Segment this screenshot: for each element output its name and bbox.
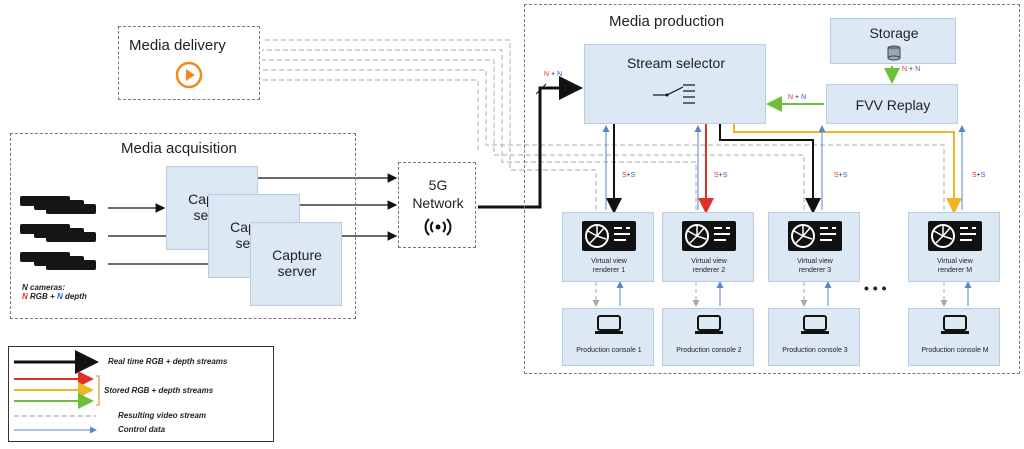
- n-label: N: [544, 71, 550, 78]
- media-acquisition-panel: Media acquisition: [10, 133, 356, 319]
- renderer-console-links: [592, 281, 972, 307]
- cameras-label: N cameras: N RGB + N depth: [22, 283, 87, 301]
- camera-icon: [46, 204, 96, 214]
- network-label-line1: 5G: [428, 177, 448, 193]
- depth-count: N: [56, 292, 63, 301]
- s-label: S: [842, 172, 848, 179]
- production-console-1: Production console 1: [562, 308, 654, 366]
- capture-server-label: Capture server: [272, 247, 322, 279]
- virtual-view-renderer-3: Virtual view renderer 3: [768, 212, 860, 282]
- laptop-icon: [941, 315, 969, 334]
- network-to-selector-trunk: [478, 76, 583, 209]
- gpu-fan-icon: [682, 221, 736, 251]
- laptop-icon: [801, 315, 829, 334]
- plus-label: +: [976, 172, 981, 179]
- plus-label: +: [838, 172, 843, 179]
- depth-label: depth: [64, 292, 87, 301]
- legend-lines: [14, 350, 100, 434]
- legend-box: [8, 346, 274, 442]
- plus-label: +: [551, 71, 556, 78]
- n-plus-n-label-fvv: N + N: [788, 94, 806, 101]
- media-acquisition-title: Media acquisition: [121, 140, 237, 157]
- s-label: S: [980, 172, 986, 179]
- s-label: S: [722, 172, 728, 179]
- plus-label: +: [626, 172, 631, 179]
- selector-to-renderers: [606, 124, 962, 214]
- production-console-2: Production console 2: [662, 308, 754, 366]
- production-console-m: Production console M: [908, 308, 1000, 366]
- s-plus-s-label-2: S+S: [714, 172, 727, 179]
- s-plus-s-label-1: S+S: [622, 172, 635, 179]
- camera-icon: [46, 232, 96, 242]
- console-label: Production console 1: [576, 347, 642, 354]
- console-label: Production console M: [921, 347, 989, 354]
- n-label: N: [902, 66, 908, 73]
- gpu-fan-icon: [582, 221, 636, 251]
- s-plus-s-label-3: S+S: [834, 172, 847, 179]
- rgb-label: RGB: [30, 292, 48, 301]
- legend-control: Control data: [118, 425, 166, 434]
- s-plus-s-label-m: S+S: [972, 172, 985, 179]
- wireless-signal-icon: [424, 218, 452, 236]
- production-console-3: Production console 3: [768, 308, 860, 366]
- virtual-view-renderer-1: Virtual view renderer 1: [562, 212, 654, 282]
- legend-realtime: Real time RGB + depth streams: [108, 357, 228, 366]
- plus-label: +: [909, 66, 914, 73]
- media-production-title: Media production: [609, 13, 725, 30]
- n-label: N: [915, 66, 921, 73]
- gpu-fan-icon: [788, 221, 842, 251]
- plus-sign: +: [50, 292, 55, 301]
- n-label: N: [788, 94, 794, 101]
- legend-stored: Stored RGB + depth streams: [104, 386, 214, 395]
- fvv-replay-box: FVV Replay: [826, 84, 958, 124]
- renderer-label: Virtual view renderer M: [937, 258, 973, 274]
- control-data-lines: [602, 125, 966, 210]
- play-icon: [175, 61, 203, 89]
- n-plus-n-label-trunk: N + N: [544, 71, 562, 78]
- laptop-icon: [595, 315, 623, 334]
- legend-resulting: Resulting video stream: [118, 411, 207, 420]
- resulting-stream-lines: [262, 39, 945, 210]
- stream-selector-label: Stream selector: [626, 55, 726, 71]
- n-plus-n-label-storage: N + N: [902, 66, 920, 73]
- storage-box: Storage: [830, 18, 956, 64]
- switch-icon: [653, 84, 695, 104]
- fvv-replay-label: FVV Replay: [855, 97, 931, 113]
- console-label: Production console 2: [676, 347, 742, 354]
- capture-server-3: Capture server: [250, 222, 342, 306]
- s-label: S: [630, 172, 636, 179]
- 5g-network-box: 5G Network: [398, 162, 476, 248]
- media-production-panel: Media production: [524, 4, 1020, 374]
- cameras-count-label: N cameras:: [22, 283, 66, 292]
- n-label: N: [801, 94, 807, 101]
- n-label: N: [557, 71, 563, 78]
- storage-label: Storage: [869, 25, 919, 41]
- virtual-view-renderer-2: Virtual view renderer 2: [662, 212, 754, 282]
- database-icon: [887, 45, 901, 61]
- more-renderers-ellipsis: • • •: [864, 280, 887, 296]
- renderer-label: Virtual view renderer 2: [691, 258, 727, 274]
- console-label: Production console 3: [782, 347, 848, 354]
- plus-label: +: [795, 94, 800, 101]
- media-delivery-title: Media delivery: [129, 37, 226, 54]
- s-label: S: [972, 172, 977, 179]
- gpu-fan-icon: [928, 221, 982, 251]
- stream-selector-box: Stream selector: [584, 44, 766, 124]
- laptop-icon: [695, 315, 723, 334]
- s-label: S: [714, 172, 719, 179]
- virtual-view-renderer-m: Virtual view renderer M: [908, 212, 1000, 282]
- plus-label: +: [718, 172, 723, 179]
- media-delivery-panel: Media delivery: [118, 26, 260, 100]
- camera-icon: [46, 260, 96, 270]
- network-label-line2: Network: [412, 195, 464, 211]
- renderer-label: Virtual view renderer 3: [797, 258, 833, 274]
- s-label: S: [622, 172, 627, 179]
- rgb-count: N: [22, 292, 28, 301]
- renderer-label: Virtual view renderer 1: [591, 258, 627, 274]
- s-label: S: [834, 172, 839, 179]
